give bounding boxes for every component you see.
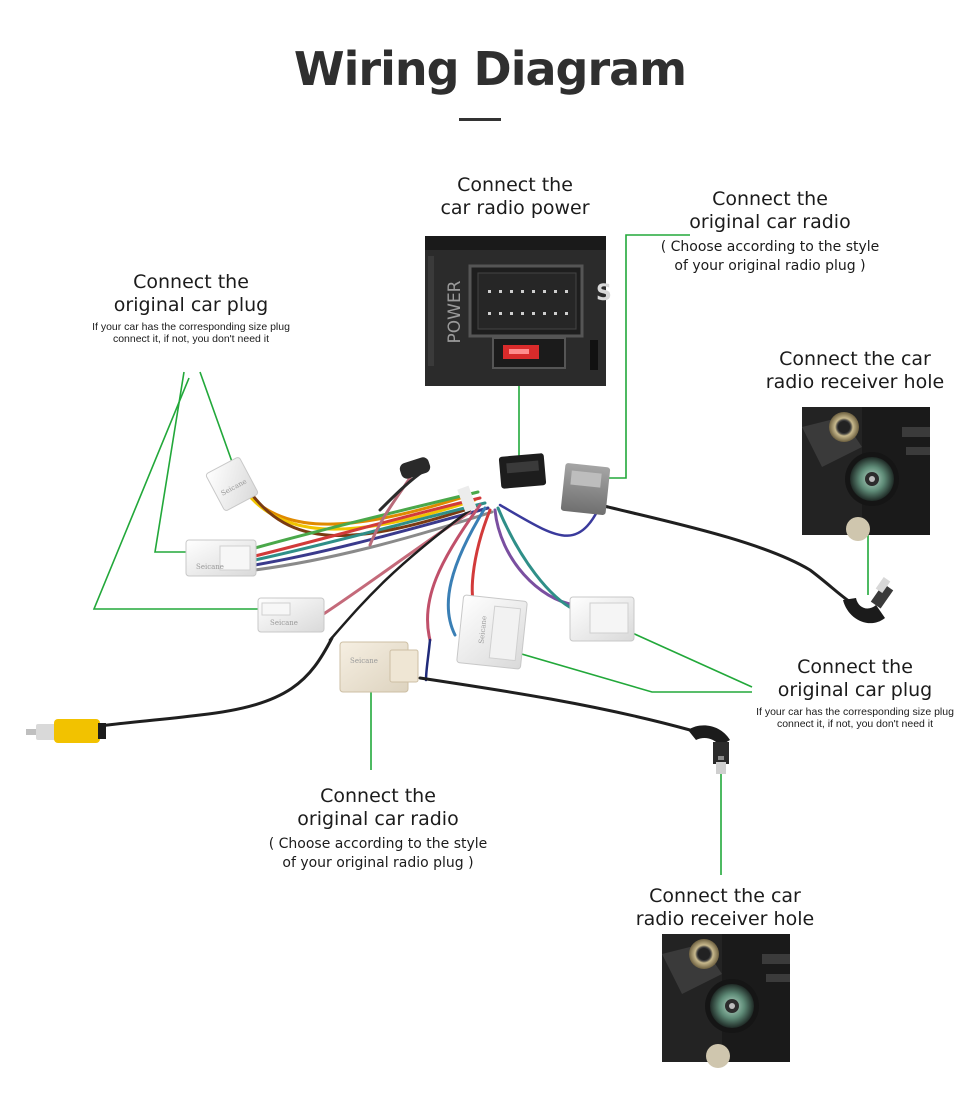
socket-pin: [510, 312, 513, 315]
socket-pin: [510, 290, 513, 293]
cable-tie: [457, 485, 477, 513]
label-radio-top: Connect the original car radio ( Choose …: [650, 188, 890, 276]
label-receiver-right-line1: Connect the car: [779, 348, 931, 370]
leader-radio-top: [592, 234, 690, 479]
brand-mark: Seicane: [350, 657, 378, 665]
leader-plug-left-c: [199, 371, 237, 474]
black-cables: [98, 503, 857, 732]
label-receiver-right: Connect the car radio receiver hole: [755, 348, 955, 394]
socket-pin: [499, 290, 502, 293]
label-plug-right-line1: Connect the: [797, 656, 913, 678]
label-plug-right-note1: If your car has the corresponding size p…: [756, 706, 954, 718]
socket-pin: [521, 312, 524, 315]
label-receiver-right-line2: radio receiver hole: [765, 371, 945, 393]
leader-plug-right-b: [507, 649, 752, 693]
white-plug-large: Seicane: [456, 594, 528, 670]
label-receiver-bottom-line1: Connect the car: [649, 885, 801, 907]
antenna-plug-bottom: [688, 725, 730, 774]
label-plug-right: Connect the original car plug If your ca…: [745, 656, 965, 730]
label-plug-right-line2: original car plug: [777, 679, 933, 701]
rca-video-plug: [26, 719, 106, 743]
page-title: Wiring Diagram: [293, 42, 687, 96]
power-socket-marking: POWER: [445, 280, 465, 343]
label-radio-bottom-note1: ( Choose according to the style: [268, 836, 488, 852]
label-receiver-bottom-line2: radio receiver hole: [635, 908, 815, 930]
label-plug-left: Connect the original car plug If your ca…: [76, 271, 306, 345]
socket-pin: [543, 290, 546, 293]
label-radio-bottom-note2: of your original radio plug ): [282, 855, 474, 871]
brand-mark: Seicane: [478, 615, 489, 644]
label-radio-top-note1: ( Choose according to the style: [660, 239, 880, 255]
receiver-photo-bottom: [662, 934, 790, 1068]
harness-wires: [238, 468, 607, 682]
socket-pin: [532, 312, 535, 315]
label-radio-top-line2: original car radio: [689, 211, 851, 233]
label-plug-left-line2: original car plug: [113, 294, 269, 316]
socket-pin: [488, 290, 491, 293]
power-harness-connector: [498, 453, 547, 489]
white-plug-middle: Seicane: [185, 539, 257, 577]
label-plug-left-note2: connect it, if not, you don't need it: [112, 333, 270, 345]
label-power: Connect the car radio power: [415, 174, 615, 220]
cream-radio-connector: Seicane: [339, 641, 419, 693]
label-radio-top-line1: Connect the: [712, 188, 828, 210]
label-plug-left-note1: If your car has the corresponding size p…: [92, 321, 290, 333]
label-radio-bottom-line1: Connect the: [320, 785, 436, 807]
svg-text:S: S: [596, 281, 612, 306]
brand-mark: Seicane: [196, 563, 224, 571]
label-radio-bottom-line2: original car radio: [297, 808, 459, 830]
socket-pin: [521, 290, 524, 293]
socket-pin: [488, 312, 491, 315]
leader-plug-left-b: [92, 377, 268, 610]
label-power-line2: car radio power: [440, 197, 590, 219]
label-power-line1: Connect the: [457, 174, 573, 196]
label-plug-right-note2: connect it, if not, you don't need it: [776, 718, 934, 730]
white-plug-right: [569, 596, 635, 642]
white-plug-lower: Seicane: [257, 597, 325, 633]
label-receiver-bottom: Connect the car radio receiver hole: [625, 885, 825, 931]
brand-mark: Seicane: [270, 619, 298, 627]
socket-pin: [543, 312, 546, 315]
label-plug-left-line1: Connect the: [133, 271, 249, 293]
socket-pin: [532, 290, 535, 293]
socket-pin: [554, 312, 557, 315]
receiver-photo-right: [802, 407, 930, 541]
socket-pin: [565, 290, 568, 293]
socket-pin: [565, 312, 568, 315]
inline-black-connector: [399, 457, 431, 479]
white-plug-top: Seicane: [205, 457, 259, 511]
power-socket-photo: POWER S: [425, 236, 612, 386]
antenna-plug-right: [843, 576, 894, 624]
power-socket-pins: [488, 290, 568, 315]
socket-pin: [499, 312, 502, 315]
socket-pin: [554, 290, 557, 293]
leader-plug-left-a: [154, 371, 196, 553]
title-underline: [459, 118, 501, 121]
grey-radio-connector: [560, 463, 611, 515]
label-radio-bottom: Connect the original car radio ( Choose …: [253, 785, 503, 873]
label-radio-top-note2: of your original radio plug ): [674, 258, 866, 274]
